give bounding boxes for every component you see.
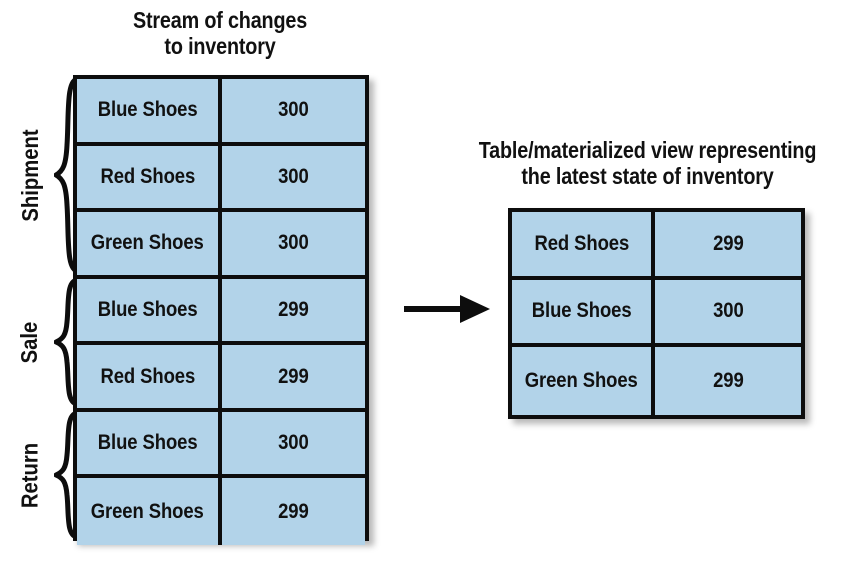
table-row: Blue Shoes 300 xyxy=(512,279,801,348)
view-caption-line-2: the latest state of inventory xyxy=(521,162,774,189)
cell-item: Green Shoes xyxy=(77,478,222,545)
cell-item: Green Shoes xyxy=(512,347,655,415)
stream-caption-line-2: to inventory xyxy=(164,32,276,59)
cell-quantity: 300 xyxy=(222,145,365,209)
group-label-shipment: Shipment xyxy=(8,75,52,275)
stream-caption: Stream of changes to inventory xyxy=(78,7,362,60)
cell-quantity: 299 xyxy=(655,347,801,415)
cell-item: Red Shoes xyxy=(512,212,655,276)
cell-quantity: 299 xyxy=(222,478,365,545)
view-caption-line-1: Table/materialized view representing xyxy=(478,137,817,163)
view-caption: Table/materialized view representing the… xyxy=(465,137,831,190)
stream-changes-table: Blue Shoes 300 Red Shoes 300 Green Shoes… xyxy=(73,75,369,545)
cell-item: Green Shoes xyxy=(77,212,222,275)
cell-item: Blue Shoes xyxy=(512,279,655,344)
brace-shipment-icon xyxy=(54,76,80,274)
stream-caption-line-1: Stream of changes xyxy=(132,7,308,33)
table-row: Red Shoes 299 xyxy=(512,212,801,280)
cell-item: Blue Shoes xyxy=(77,278,222,342)
cell-quantity: 299 xyxy=(222,345,365,408)
table-row: Blue Shoes 300 xyxy=(77,79,365,146)
materialized-view-table: Red Shoes 299 Blue Shoes 300 Green Shoes… xyxy=(508,208,805,419)
table-row: Red Shoes 300 xyxy=(77,145,365,213)
table-row: Blue Shoes 300 xyxy=(77,411,365,479)
table-row: Blue Shoes 299 xyxy=(77,278,365,346)
cell-item: Blue Shoes xyxy=(77,79,222,142)
table-row: Red Shoes 299 xyxy=(77,345,365,412)
group-label-sale: Sale xyxy=(8,276,52,408)
flow-arrow-icon xyxy=(404,295,490,323)
cell-quantity: 299 xyxy=(655,212,801,276)
cell-quantity: 300 xyxy=(222,79,365,142)
brace-return-icon xyxy=(54,410,80,540)
cell-quantity: 300 xyxy=(222,212,365,275)
group-label-return-text: Return xyxy=(16,442,43,508)
table-row: Green Shoes 299 xyxy=(77,478,365,545)
table-row: Green Shoes 300 xyxy=(77,212,365,279)
cell-item: Red Shoes xyxy=(77,145,222,209)
table-row: Green Shoes 299 xyxy=(512,347,801,415)
brace-sale-icon xyxy=(54,277,80,407)
cell-quantity: 299 xyxy=(222,278,365,342)
group-label-shipment-text: Shipment xyxy=(16,128,43,222)
cell-item: Red Shoes xyxy=(77,345,222,408)
cell-item: Blue Shoes xyxy=(77,411,222,475)
group-label-sale-text: Sale xyxy=(16,321,43,363)
cell-quantity: 300 xyxy=(222,411,365,475)
group-label-return: Return xyxy=(8,409,52,541)
cell-quantity: 300 xyxy=(655,279,801,344)
